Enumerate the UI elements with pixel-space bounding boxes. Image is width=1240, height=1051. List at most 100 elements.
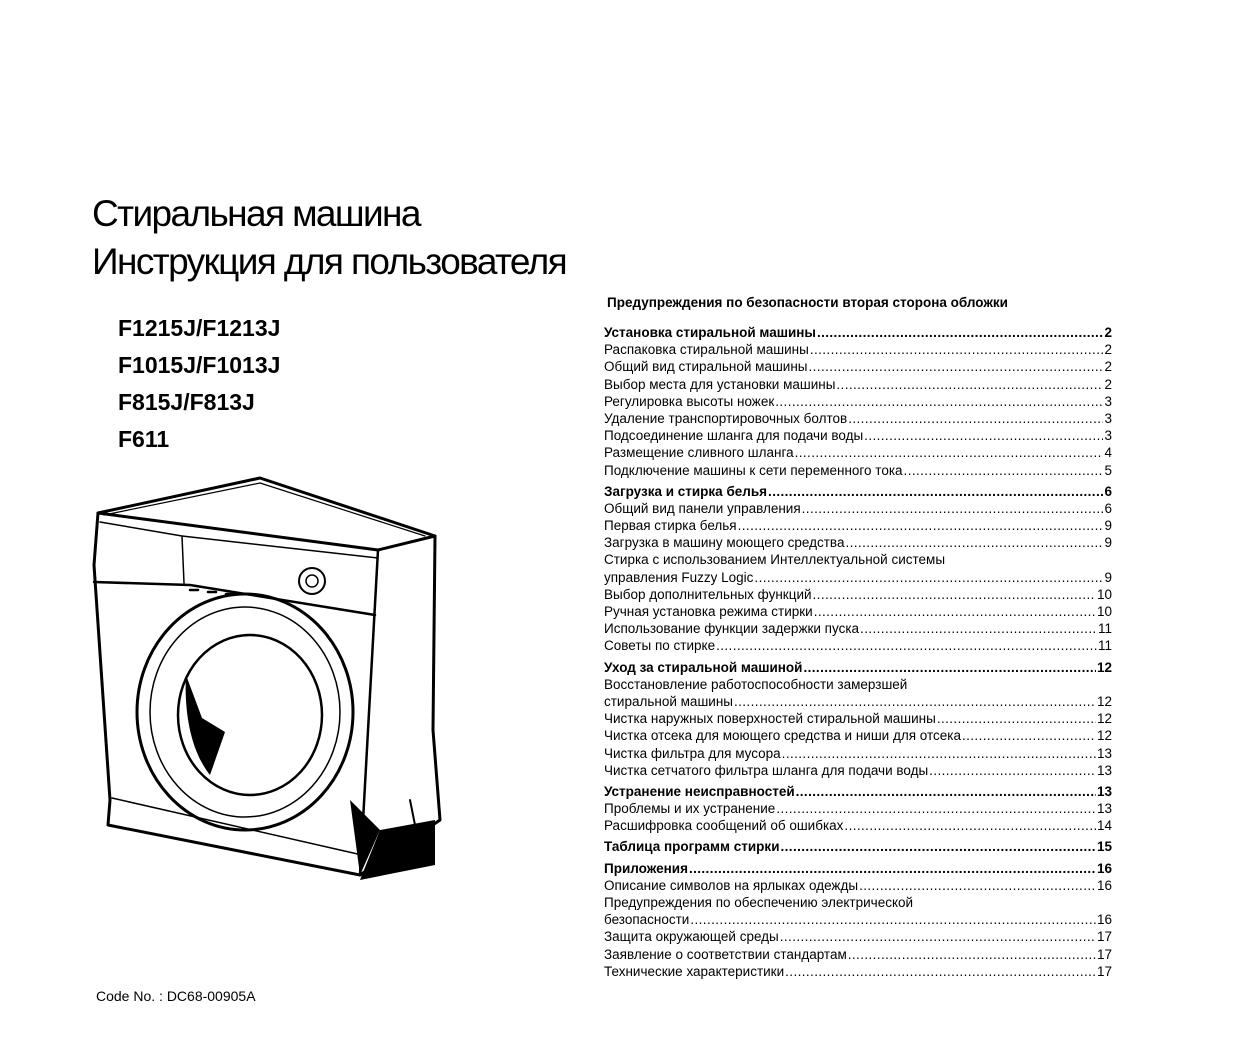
toc-item: Регулировка высоты ножек 3 — [604, 393, 1112, 410]
toc-leader-dots — [864, 427, 1103, 444]
toc-entry-title: стиральной машины — [604, 693, 733, 709]
toc-entry-title: Ручная установка режима стирки — [604, 604, 813, 619]
toc-sections: Установка стиральной машины2Распаковка с… — [604, 324, 1112, 980]
toc-entry-title: Таблица программ стирки — [604, 839, 780, 855]
toc-page-number: 5 — [1104, 462, 1112, 478]
toc-item: Чистка отсека для моющего средства и ниш… — [604, 727, 1112, 744]
toc-leader-dots — [785, 963, 1096, 980]
toc-leader-dots — [734, 693, 1096, 710]
toc-section: Приложения16Описание символов на ярлыках… — [604, 860, 1112, 980]
toc-item: Выбор дополнительных функций 10 — [604, 586, 1112, 603]
toc-entry-title: Подсоединение шланга для подачи воды — [604, 428, 864, 444]
toc-leader-dots — [780, 928, 1096, 945]
toc-item: Защита окружающей среды17 — [604, 928, 1112, 945]
toc-item: Выбор места для установки машины 2 — [604, 376, 1112, 393]
toc-leader-dots — [937, 710, 1096, 727]
toc-item: Советы по стирке 11 — [604, 637, 1112, 654]
toc-page-number: 13 — [1096, 762, 1112, 778]
toc-page-number: 10 — [1096, 586, 1112, 602]
toc-item-first-line: Стирка с использованием Интеллектуальной… — [604, 552, 946, 568]
toc-page-number: 2 — [1104, 325, 1112, 340]
title-line-1: Стиральная машина — [92, 193, 421, 234]
toc-section: Уход за стиральной машиной12Восстановлен… — [604, 659, 1112, 779]
toc-leader-dots — [803, 659, 1095, 676]
toc-leader-dots — [690, 911, 1096, 928]
toc-leader-dots — [809, 358, 1104, 375]
toc-section-heading: Установка стиральной машины 2 — [604, 324, 1112, 341]
toc-page-number: 14 — [1096, 818, 1112, 834]
toc-entry-title: Установка стиральной машины — [604, 325, 816, 340]
toc-item: Загрузка в машину моющего средства 9 — [604, 534, 1112, 551]
toc-leader-dots — [859, 877, 1096, 894]
toc-page-number: 9 — [1104, 535, 1112, 551]
toc-page-number: 13 — [1096, 801, 1112, 817]
toc-entry-title: безопасности — [604, 912, 690, 928]
toc-page-number: 4 — [1104, 445, 1112, 461]
toc-leader-dots — [781, 838, 1096, 855]
model-name: F611 — [118, 426, 170, 452]
toc-page-number: 16 — [1096, 877, 1112, 893]
toc-entry-title: Чистка наружных поверхностей стиральной … — [604, 711, 936, 727]
toc-leader-dots — [845, 534, 1103, 551]
toc-leader-dots — [962, 727, 1096, 744]
toc-entry-title: Выбор дополнительных функций — [604, 586, 812, 602]
toc-item: Заявление о соответствии стандартам17 — [604, 946, 1112, 963]
toc-leader-dots — [810, 341, 1104, 358]
toc-page-number: 16 — [1096, 912, 1112, 928]
toc-leader-dots — [754, 569, 1103, 586]
toc-entry-title: Распаковка стиральной машины — [604, 342, 809, 358]
toc-page-number: 2 — [1104, 376, 1112, 392]
toc-leader-dots — [904, 462, 1104, 479]
model-name: F1015J/F1013J — [118, 352, 281, 378]
toc-entry-title: Регулировка высоты ножек — [604, 393, 775, 409]
toc-leader-dots — [836, 376, 1103, 393]
toc-leader-dots — [848, 410, 1103, 427]
toc-page-number: 15 — [1096, 839, 1112, 855]
toc-page-number: 12 — [1096, 711, 1112, 727]
table-of-contents: Предупреждения по безопасности вторая ст… — [604, 294, 1112, 984]
toc-leader-dots — [844, 817, 1096, 834]
toc-page-number: 11 — [1097, 638, 1112, 654]
toc-page-number: 3 — [1104, 428, 1112, 444]
toc-leader-dots — [775, 393, 1103, 410]
toc-page-number: 6 — [1104, 483, 1112, 499]
toc-entry-title: Советы по стирке — [604, 638, 716, 654]
washing-machine-illustration — [92, 476, 442, 880]
toc-entry-title: Проблемы и их устранение — [604, 801, 776, 817]
toc-page-number: 6 — [1104, 500, 1112, 516]
toc-item: Распаковка стиральной машины2 — [604, 341, 1112, 358]
toc-page-number: 12 — [1096, 659, 1112, 675]
toc-item: Первая стирка белья9 — [604, 517, 1112, 534]
toc-entry-title: Общий вид стиральной машины — [604, 359, 808, 375]
toc-leader-dots — [848, 946, 1096, 963]
toc-item: Чистка фильтра для мусора13 — [604, 745, 1112, 762]
toc-leader-dots — [929, 762, 1096, 779]
toc-leader-dots — [802, 500, 1104, 517]
toc-item: безопасности 16 — [604, 911, 1112, 928]
toc-section: Таблица программ стирки 15 — [604, 838, 1112, 855]
toc-item: Описание символов на ярлыках одежды16 — [604, 877, 1112, 894]
toc-section-heading: Приложения16 — [604, 860, 1112, 877]
toc-entry-title: Использование функции задержки пуска — [604, 621, 860, 637]
toc-page-number: 17 — [1096, 963, 1112, 979]
toc-leader-dots — [782, 745, 1096, 762]
toc-leader-dots — [689, 860, 1096, 877]
toc-page-number: 12 — [1096, 693, 1112, 709]
toc-page-number: 13 — [1096, 783, 1112, 799]
toc-item: Расшифровка сообщений об ошибках14 — [604, 817, 1112, 834]
toc-item: Чистка наружных поверхностей стиральной … — [604, 710, 1112, 727]
toc-entry-title: Технические характеристики — [604, 963, 785, 979]
toc-page-number: 3 — [1104, 393, 1112, 409]
toc-leader-dots — [817, 324, 1104, 341]
toc-entry-title: Загрузка в машину моющего средства — [604, 535, 845, 551]
safety-warning-line: Предупреждения по безопасности вторая ст… — [607, 295, 1008, 310]
toc-item: Технические характеристики 17 — [604, 963, 1112, 980]
toc-page-number: 16 — [1096, 860, 1112, 876]
toc-page-number: 17 — [1096, 929, 1112, 945]
toc-section-heading: Таблица программ стирки 15 — [604, 838, 1112, 855]
toc-section: Загрузка и стирка белья6Общий вид панели… — [604, 483, 1112, 655]
toc-item: Подсоединение шланга для подачи воды 3 — [604, 427, 1112, 444]
toc-entry-title: Выбор места для установки машины — [604, 376, 836, 392]
toc-section-heading: Загрузка и стирка белья6 — [604, 483, 1112, 500]
toc-item: управления Fuzzy Logic9 — [604, 569, 1112, 586]
